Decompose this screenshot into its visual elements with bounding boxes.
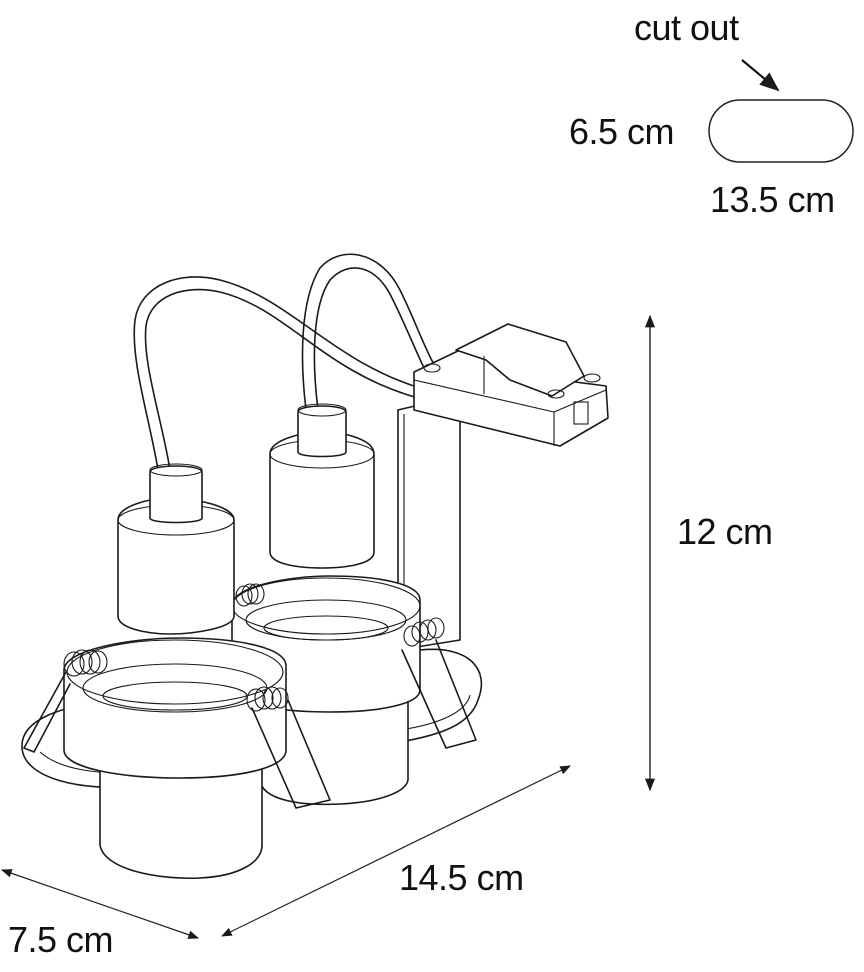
cutout-shape <box>708 99 854 163</box>
height-dimension-label: 12 cm <box>677 511 773 552</box>
cutout-height-label: 6.5 cm <box>569 111 675 152</box>
length-dimension-label: 14.5 cm <box>399 857 524 898</box>
spring-clip-icon <box>23 583 477 809</box>
cutout-label: cut out <box>634 7 739 48</box>
depth-dimension-arrow <box>0 869 200 939</box>
length-dimension-arrow <box>221 765 571 937</box>
lamp-holder-icon <box>117 463 235 635</box>
junction-box-icon <box>413 323 609 447</box>
cutout-width-label: 13.5 cm <box>710 179 835 220</box>
cable-icon <box>133 253 437 471</box>
lamp-holder-icon <box>269 403 375 569</box>
cutout-arrow-icon <box>741 59 780 92</box>
fitting-illustration <box>21 253 609 880</box>
depth-dimension-label: 7.5 cm <box>8 919 114 960</box>
